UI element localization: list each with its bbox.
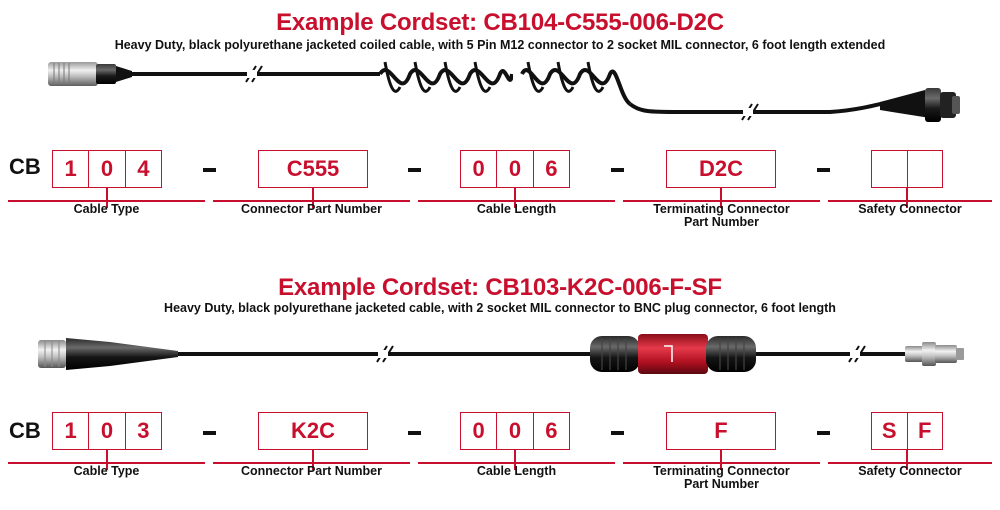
cordset-1-terminating-box: D2C (666, 150, 776, 188)
label-connector-part: Connector Part Number (241, 202, 382, 216)
label-safety-2: Safety Connector (858, 464, 962, 478)
safety-letter: S (881, 418, 897, 443)
bracket-tick (106, 450, 108, 470)
inline-safety-connector-icon (590, 334, 756, 374)
terminating-value: F (714, 418, 728, 443)
mil-connector-icon (880, 88, 960, 122)
bracket-line (8, 200, 205, 202)
cordset-2-title: Example Cordset: CB103-K2C-006-F-SF (278, 274, 722, 301)
bracket-tick (312, 188, 314, 208)
cordset-2-cable-length-box: 0 0 6 (460, 412, 570, 450)
cordset-2-connector-part-box: K2C (258, 412, 368, 450)
label-cable-type-2: Cable Type (73, 464, 140, 478)
cordset-2-cable-type-box: 1 0 3 (52, 412, 162, 450)
separator-dash (408, 431, 421, 435)
label-terminating-line1: Terminating Connector (653, 202, 790, 216)
cordset-2-subtitle: Heavy Duty, black polyurethane jacketed … (164, 301, 836, 315)
bracket-tick (106, 188, 108, 208)
bracket-tick (514, 450, 516, 470)
cable-length-digit: 0 (472, 156, 485, 181)
cordset-1-safety-box (871, 150, 943, 188)
bracket-tick (720, 188, 722, 208)
cordset-1-title: Example Cordset: CB104-C555-006-D2C (276, 9, 724, 36)
cable-type-digit: 4 (124, 151, 161, 187)
cable-length-digit: 0 (496, 151, 532, 187)
cable-type-digit: 3 (124, 413, 161, 449)
label-cable-type: Cable Type (73, 202, 140, 216)
cordset-1-cable-illustration (48, 56, 960, 122)
cable-length-digit: 0 (472, 418, 485, 443)
bracket-line (623, 462, 820, 464)
separator-dash (408, 168, 421, 172)
label-connector-part-2: Connector Part Number (241, 464, 382, 478)
bracket-line (8, 462, 205, 464)
coiled-cable-icon (378, 61, 632, 106)
bracket-tick (514, 188, 516, 208)
cordset-1-connector-part-box: C555 (258, 150, 368, 188)
cable-type-digit: 1 (64, 418, 77, 443)
bracket-line (828, 462, 992, 464)
connector-part-value: C555 (286, 156, 340, 181)
cable-type-digit: 1 (64, 156, 77, 181)
cordset-1-cable-length-box: 0 0 6 (460, 150, 570, 188)
cable-tail-segment (628, 96, 906, 114)
safety-letter: F (906, 413, 943, 449)
cordset-1-subtitle: Heavy Duty, black polyurethane jacketed … (114, 38, 886, 52)
cable-length-digit: 0 (496, 413, 532, 449)
bracket-line (213, 200, 410, 202)
cordset-1-prefix: CB (9, 154, 41, 179)
label-terminating: Terminating Connector Part Number (623, 203, 820, 229)
cable-type-digit: 0 (88, 413, 124, 449)
cordset-2-cable-illustration (38, 334, 964, 374)
label-cable-length: Cable Length (476, 202, 557, 216)
terminating-value: D2C (698, 156, 743, 181)
bracket-tick (906, 188, 908, 208)
label-safety: Safety Connector (858, 202, 962, 216)
safety-letter (906, 151, 943, 187)
connector-part-value: K2C (290, 418, 335, 443)
cable-length-digit: 6 (532, 151, 569, 187)
bracket-line (418, 200, 615, 202)
safety-letter (872, 151, 907, 187)
cable-length-digit: 6 (532, 413, 569, 449)
cordset-2-safety-box: S F (871, 412, 943, 450)
bracket-line (623, 200, 820, 202)
bracket-line (828, 200, 992, 202)
label-cable-length-2: Cable Length (476, 464, 557, 478)
label-terminating-line2: Part Number (683, 477, 760, 491)
label-terminating-line1: Terminating Connector (653, 464, 790, 478)
label-terminating-2: Terminating Connector Part Number (623, 465, 820, 491)
separator-dash (611, 168, 624, 172)
label-terminating-line2: Part Number (683, 215, 760, 229)
separator-dash (611, 431, 624, 435)
separator-dash (203, 168, 216, 172)
cordset-1-cable-type-box: 1 0 4 (52, 150, 162, 188)
bracket-tick (312, 450, 314, 470)
bracket-tick (906, 450, 908, 470)
bracket-line (418, 462, 615, 464)
cordset-2-prefix: CB (9, 418, 41, 443)
separator-dash (203, 431, 216, 435)
separator-dash (817, 431, 830, 435)
separator-dash (817, 168, 830, 172)
cable-type-digit: 0 (88, 151, 124, 187)
bracket-line (213, 462, 410, 464)
mil-connector-icon-left (38, 338, 178, 370)
bracket-tick (720, 450, 722, 470)
bnc-plug-icon (905, 342, 964, 366)
m12-connector-icon (48, 62, 132, 86)
cordset-2-terminating-box: F (666, 412, 776, 450)
